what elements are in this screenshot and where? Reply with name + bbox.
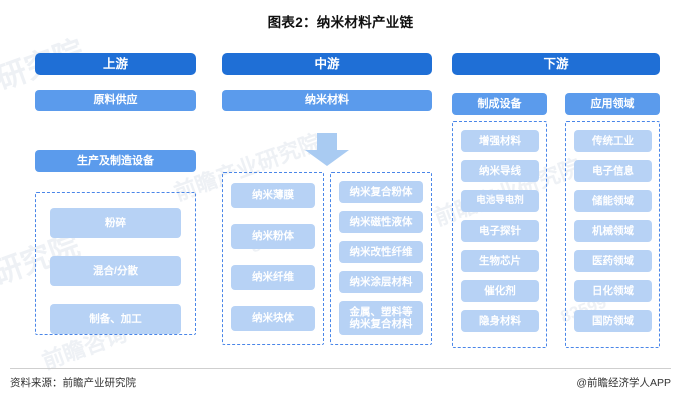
downstream-item-pharmaceutical[interactable]: 医药领域 — [574, 250, 652, 272]
midstream-item-nano-modified-fiber[interactable]: 纳米改性纤维 — [339, 241, 423, 263]
midstream-subhead-nano-material[interactable]: 纳米材料 — [222, 90, 432, 111]
downstream-item-electronic-information[interactable]: 电子信息 — [574, 160, 652, 182]
downstream-item-biochip[interactable]: 生物芯片 — [461, 250, 539, 272]
source-text: 资料来源：前瞻产业研究院 — [10, 377, 136, 389]
downstream-subhead-equipment[interactable]: 制成设备 — [452, 93, 547, 115]
downstream-item-energy-storage[interactable]: 储能领域 — [574, 190, 652, 212]
downstream-item-catalyst[interactable]: 催化剂 — [461, 280, 539, 302]
downstream-item-national-defense[interactable]: 国防领域 — [574, 310, 652, 332]
midstream-item-nano-composite-powder[interactable]: 纳米复合粉体 — [339, 181, 423, 203]
column-header-upstream[interactable]: 上游 — [35, 53, 196, 75]
downstream-item-reinforcement-material[interactable]: 增强材料 — [461, 130, 539, 152]
downstream-item-traditional-industry[interactable]: 传统工业 — [574, 130, 652, 152]
midstream-group-left — [222, 172, 324, 345]
upstream-item-prepare-process[interactable]: 制备、加工 — [50, 304, 181, 334]
column-header-midstream[interactable]: 中游 — [222, 53, 432, 75]
footer-divider — [10, 368, 671, 369]
downstream-item-daily-chemical[interactable]: 日化领域 — [574, 280, 652, 302]
credit-text: @前瞻经济学人APP — [576, 377, 671, 389]
downstream-item-battery-conductive-agent[interactable]: 电池导电剂 — [461, 190, 539, 212]
upstream-item-crush[interactable]: 粉碎 — [50, 208, 181, 238]
midstream-item-nano-block[interactable]: 纳米块体 — [231, 306, 315, 331]
downstream-group-application — [565, 121, 660, 348]
midstream-item-nano-fiber[interactable]: 纳米纤维 — [231, 265, 315, 290]
downstream-item-stealth-material[interactable]: 隐身材料 — [461, 310, 539, 332]
upstream-subhead-raw-material[interactable]: 原料供应 — [35, 90, 196, 111]
column-header-downstream[interactable]: 下游 — [452, 53, 660, 75]
midstream-item-nano-magnetic-fluid[interactable]: 纳米磁性液体 — [339, 211, 423, 233]
downstream-item-mechanical[interactable]: 机械领域 — [574, 220, 652, 242]
midstream-item-nano-film[interactable]: 纳米薄膜 — [231, 183, 315, 208]
upstream-item-mix-disperse[interactable]: 混合/分散 — [50, 256, 181, 286]
downstream-item-electronic-probe[interactable]: 电子探针 — [461, 220, 539, 242]
down-arrow-icon — [305, 133, 349, 166]
midstream-item-nano-powder[interactable]: 纳米粉体 — [231, 224, 315, 249]
page-title: 图表2：纳米材料产业链 — [267, 15, 414, 30]
midstream-item-nano-coating-material[interactable]: 纳米涂层材料 — [339, 271, 423, 293]
downstream-group-equipment — [452, 121, 547, 348]
downstream-item-nano-wire[interactable]: 纳米导线 — [461, 160, 539, 182]
upstream-subhead-equipment[interactable]: 生产及制造设备 — [35, 150, 196, 172]
midstream-group-right — [330, 172, 432, 345]
upstream-equipment-group — [35, 192, 196, 335]
downstream-subhead-application[interactable]: 应用领域 — [565, 93, 660, 115]
midstream-item-metal-plastic-nano-composite[interactable]: 金属、塑料等 纳米复合材料 — [339, 301, 423, 335]
